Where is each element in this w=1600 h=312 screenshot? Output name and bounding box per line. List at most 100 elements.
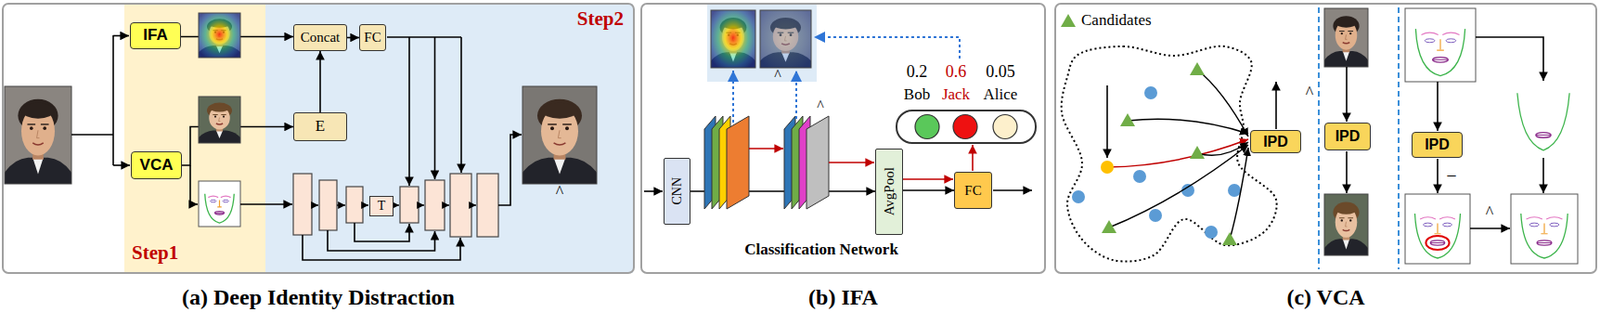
arrow-line	[993, 189, 1033, 192]
probability-bar	[896, 110, 1036, 143]
panel-border	[2, 3, 634, 273]
figure-part	[1339, 30, 1345, 32]
figure-part	[1526, 217, 1543, 220]
figure-part	[1536, 242, 1552, 244]
ipd-box: IPD	[1324, 122, 1371, 151]
arrow-line	[828, 161, 875, 164]
figure-part	[1535, 132, 1551, 139]
figure-part	[1420, 32, 1438, 35]
box-label: FC	[964, 182, 981, 199]
figure-part	[1345, 221, 1348, 227]
arrow-line	[1345, 66, 1348, 122]
pool-box: AvgPool	[875, 148, 904, 235]
figure-part	[32, 142, 44, 145]
figure-part	[216, 123, 223, 125]
figure-part	[1439, 217, 1456, 220]
box-label: T	[377, 198, 387, 213]
arrow-line	[71, 133, 114, 136]
candidate-triangle	[1120, 113, 1136, 127]
candidate-triangle	[1189, 145, 1205, 159]
band-fill	[265, 3, 633, 273]
arrow-line	[311, 204, 319, 206]
annotation-label: 0.05	[985, 63, 1016, 80]
figure-part	[215, 212, 225, 214]
encoder-box: E	[293, 112, 348, 142]
face-photo	[1324, 8, 1368, 67]
figure-part	[554, 142, 567, 145]
figure-part	[541, 103, 578, 119]
cnn-box: CNN	[663, 157, 691, 225]
figure-part	[554, 157, 567, 175]
figure-part	[198, 180, 241, 227]
annotation-label: Jack	[941, 86, 970, 103]
figure-part	[1510, 193, 1578, 264]
figure-part	[522, 86, 597, 184]
figure-part	[219, 117, 221, 122]
arrow-line	[748, 147, 784, 150]
annotation-label: ^	[816, 98, 825, 114]
sample-dot	[1204, 225, 1218, 239]
figure-part	[1335, 18, 1357, 28]
arrow-line	[240, 203, 293, 206]
figure-part	[1339, 217, 1345, 219]
figure-part	[216, 130, 223, 140]
figure-part	[1415, 28, 1465, 77]
figure-part	[214, 115, 217, 117]
arrow-line	[302, 234, 461, 260]
figure-part	[1324, 193, 1368, 256]
figure-part	[1324, 8, 1368, 67]
figure-part	[42, 126, 47, 130]
decoder-block	[400, 186, 419, 223]
figure-part	[198, 12, 241, 58]
figure-part	[1335, 204, 1357, 215]
photo-frame	[198, 96, 241, 143]
figure-part	[222, 115, 225, 117]
annotation-label: Classification Network	[744, 241, 899, 258]
arrow-line	[1229, 147, 1249, 240]
box-label: CNN	[670, 177, 684, 206]
photo-frame	[760, 10, 812, 68]
figure-part	[1324, 238, 1368, 256]
arrow-line	[1197, 69, 1249, 137]
face-photo	[710, 10, 756, 68]
annotation-label: ^	[1485, 204, 1494, 221]
arrow-line	[393, 204, 400, 206]
figure-part	[1432, 59, 1449, 61]
figure-part	[26, 123, 36, 125]
separator	[1397, 7, 1400, 270]
decoder-block	[346, 186, 363, 223]
arrow-line	[1275, 81, 1278, 130]
separator	[1317, 7, 1320, 270]
arrow-line	[327, 230, 436, 251]
figure-part	[215, 211, 225, 215]
figure-part	[1442, 32, 1459, 35]
step-band: Step1IFAVCA	[124, 2, 266, 274]
face-photo	[198, 12, 241, 58]
arrow-line	[903, 178, 954, 181]
arrow-line	[498, 134, 522, 206]
figure-part	[1341, 32, 1343, 35]
figure-part	[710, 10, 756, 68]
feature-map	[806, 116, 829, 209]
figure-part	[1342, 42, 1351, 44]
figure-part	[1324, 51, 1368, 67]
step-label: Step1	[131, 242, 179, 264]
legend-text: Candidates	[1081, 12, 1152, 30]
panel-caption: (b) IFA	[640, 284, 1046, 310]
figure-part	[562, 123, 572, 126]
arrow-line	[408, 37, 411, 186]
panel-caption: (a) Deep Identity Distraction	[1, 284, 635, 310]
figure-part	[760, 10, 812, 68]
feature-map	[726, 116, 749, 209]
box-label: E	[315, 117, 325, 136]
arrow-line	[1436, 158, 1439, 194]
landmark-sketch	[1510, 193, 1578, 264]
decoder-block	[425, 180, 445, 231]
figure-part	[1341, 219, 1343, 221]
arrow-line	[1109, 144, 1249, 228]
face-photo	[1324, 193, 1368, 256]
annotation-label: Bob	[903, 86, 930, 103]
box-label: IFA	[142, 26, 168, 45]
